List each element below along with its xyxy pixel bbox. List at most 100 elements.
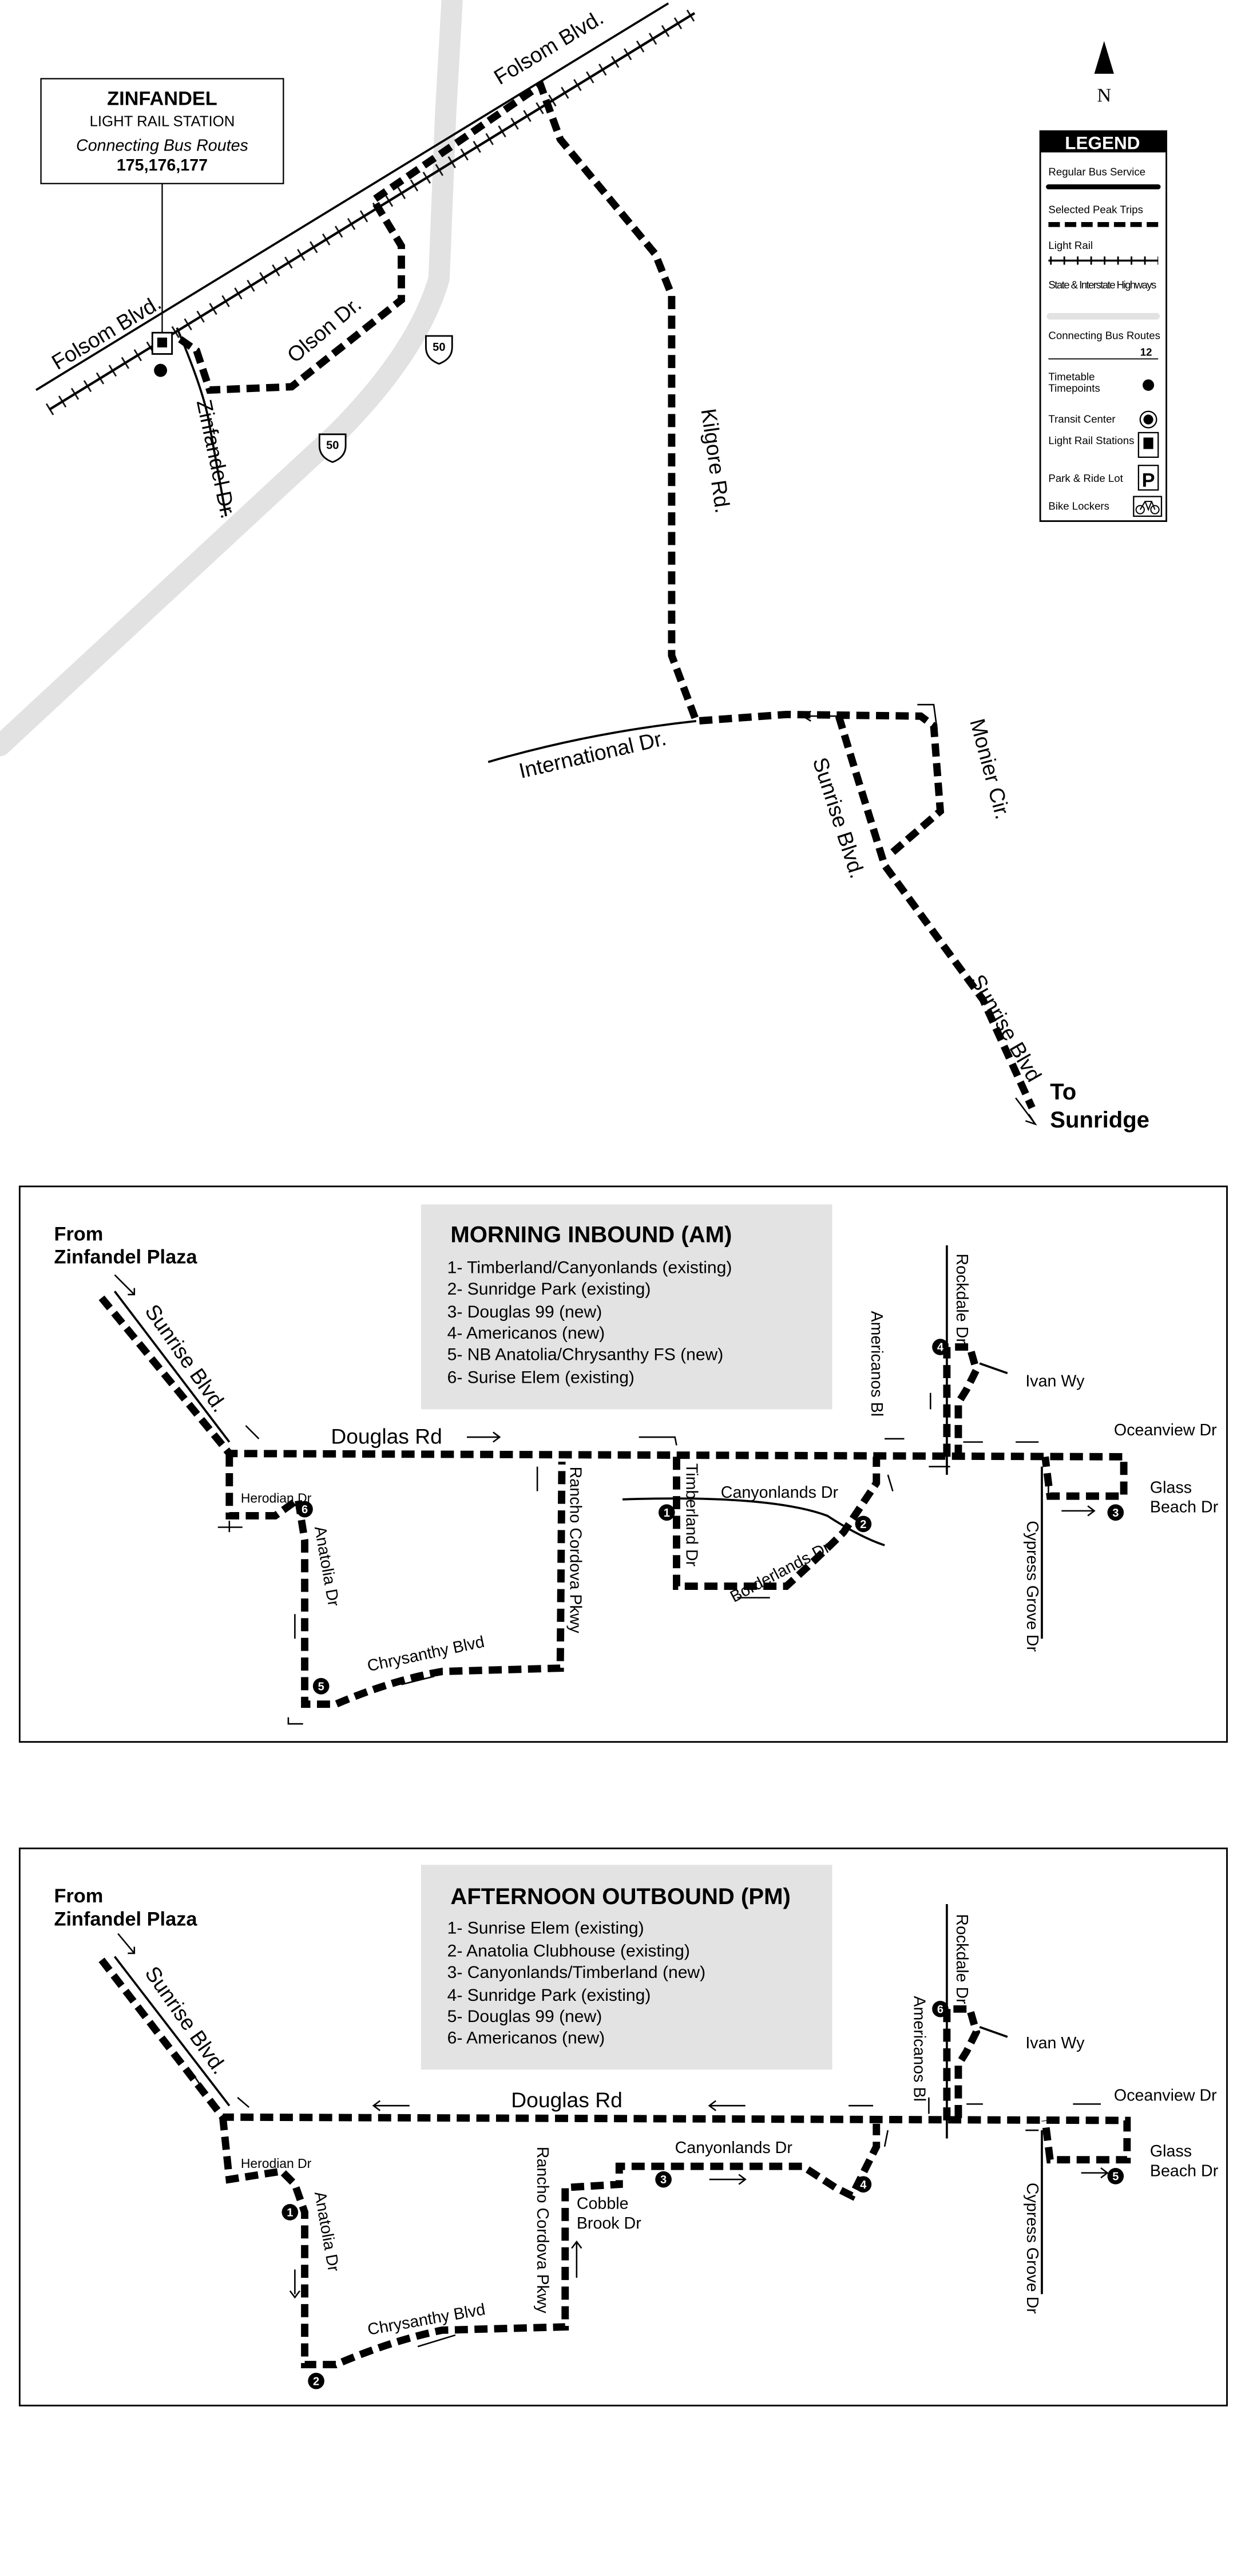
north-label: N — [1097, 85, 1111, 106]
stop-marker: 2 — [308, 2372, 324, 2389]
light-rail-line — [48, 12, 696, 411]
bike-icon — [1133, 496, 1163, 517]
street-label: Rockdale Dr — [953, 1914, 971, 2004]
street-label: Ivan Wy — [1025, 2034, 1085, 2052]
from-label: From — [54, 1885, 103, 1907]
street-label-sunrise: Sunrise Blvd — [966, 970, 1046, 1086]
street-label-kilgore: Kilgore Rd. — [697, 407, 735, 515]
svg-text:2: 2 — [860, 1518, 866, 1531]
highway-50 — [0, 0, 463, 757]
legend-rail: Light Rail — [1048, 239, 1093, 251]
stop-list-item: 5- Douglas 99 (new) — [447, 2007, 602, 2026]
street-label: Glass — [1150, 2142, 1192, 2160]
connecting-routes-label: Connecting Bus Routes — [76, 136, 248, 155]
legend-lr-stations: Light Rail Stations — [1048, 434, 1134, 446]
street-label: Cypress Grove Dr — [1023, 1521, 1041, 1652]
stop-marker: 1 — [281, 2204, 299, 2221]
stop-list-item: 5- NB Anatolia/Chrysanthy FS (new) — [447, 1345, 724, 1364]
legend-highways: State & Interstate Highways — [1048, 279, 1156, 291]
timepoint-icon — [154, 363, 168, 377]
station-box: ZINFANDEL LIGHT RAIL STATION Connecting … — [40, 78, 284, 333]
stop-list-item: 3- Canyonlands/Timberland (new) — [447, 1963, 705, 1982]
park-ride-symbol: P — [1142, 469, 1155, 491]
panel-title: AFTERNOON OUTBOUND (PM) — [450, 1884, 790, 1909]
connecting-routes: 175,176,177 — [117, 156, 208, 175]
highway-shield-label: 50 — [326, 440, 339, 452]
svg-text:3: 3 — [1112, 1507, 1119, 1520]
street-label-zinfandel: Zinfandel Dr. — [192, 397, 241, 520]
legend-peak: Selected Peak Trips — [1048, 203, 1143, 215]
svg-text:1: 1 — [664, 1507, 670, 1520]
stop-list-panel — [421, 1204, 832, 1410]
destination-to: To — [1050, 1079, 1076, 1105]
direction-arrow — [801, 703, 1037, 1126]
street-label: Canyonlands Dr — [721, 1483, 839, 1502]
stop-list-item: 2- Sunridge Park (existing) — [447, 1280, 651, 1299]
stop-marker: 3 — [655, 2171, 672, 2188]
street-label-olson: Olson Dr. — [283, 292, 366, 367]
street-label: Glass — [1150, 1478, 1192, 1497]
svg-text:1: 1 — [287, 2206, 293, 2219]
street-label: Herodian Dr — [241, 1491, 312, 1506]
from-location: Zinfandel Plaza — [54, 1247, 197, 1268]
stop-list-item: 6- Surise Elem (existing) — [447, 1368, 635, 1387]
legend-bike: Bike Lockers — [1048, 500, 1109, 512]
svg-text:3: 3 — [660, 2174, 667, 2186]
street-label: Douglas Rd — [511, 2088, 622, 2112]
stop-list-item: 1- Sunrise Elem (existing) — [447, 1919, 644, 1938]
from-label: From — [54, 1223, 103, 1245]
street-label-folsom: Folsom Blvd. — [47, 290, 165, 374]
timepoint-icon — [1143, 379, 1155, 391]
stop-marker: 4 — [855, 2176, 872, 2193]
destination-sunridge: Sunridge — [1050, 1107, 1149, 1133]
pm-outbound-map: From Zinfandel Plaza AFTERNOON OUTBOUND … — [18, 1847, 1228, 2407]
panel-title: MORNING INBOUND (AM) — [450, 1222, 732, 1247]
stop-list-panel — [421, 1865, 832, 2070]
international-dr-road — [487, 719, 697, 763]
street-label: Herodian Dr — [241, 2156, 312, 2171]
stop-list-item: 1- Timberland/Canyonlands (existing) — [447, 1259, 732, 1277]
highway-shield-label: 50 — [433, 341, 445, 354]
svg-text:2: 2 — [313, 2375, 319, 2388]
stop-list-item: 6- Americanos (new) — [447, 2028, 605, 2047]
stop-marker: 1 — [658, 1504, 675, 1521]
stop-marker: 4 — [932, 1339, 949, 1355]
legend-regular: Regular Bus Service — [1048, 165, 1145, 177]
station-name: ZINFANDEL — [107, 88, 217, 109]
legend-connecting-sample: 12 — [1140, 346, 1152, 358]
am-inbound-map: From Zinfandel Plaza MORNING INBOUND (AM… — [18, 1185, 1228, 1743]
stop-marker: 3 — [1107, 1504, 1124, 1521]
street-label: Cobble — [577, 2195, 629, 2213]
stop-list-item: 4- Americanos (new) — [447, 1324, 605, 1343]
station-subtitle: LIGHT RAIL STATION — [90, 114, 235, 130]
street-label: Beach Dr — [1150, 2162, 1219, 2180]
north-arrow: N — [1094, 41, 1114, 106]
stop-marker: 2 — [855, 1515, 872, 1533]
street-label: Rockdale Dr — [953, 1253, 971, 1344]
stop-marker: 5 — [1107, 2168, 1124, 2185]
legend: LEGEND Regular Bus Service Selected Peak… — [1039, 130, 1167, 522]
route-dashed-path — [98, 1295, 1128, 1708]
street-label: Rancho Cordova Pkwy — [533, 2147, 552, 2314]
street-label-sunrise: Sunrise Blvd. — [808, 754, 870, 881]
from-location: Zinfandel Plaza — [54, 1908, 197, 1930]
street-label: Americanos Bl — [867, 1311, 886, 1417]
street-label: Cypress Grove Dr — [1023, 2183, 1041, 2314]
streets — [113, 1245, 1043, 1639]
street-label-international: International Dr. — [517, 726, 668, 783]
stop-marker: 6 — [296, 1501, 313, 1518]
street-label: Oceanview Dr — [1114, 2087, 1217, 2105]
street-label: Americanos Bl — [910, 1996, 929, 2102]
legend-transit-center: Transit Center — [1048, 413, 1115, 425]
stop-list-item: 2- Anatolia Clubhouse (existing) — [447, 1942, 690, 1961]
legend-timepoints: Timetable Timepoints — [1048, 371, 1100, 395]
svg-text:5: 5 — [318, 1680, 324, 1693]
street-label: Beach Dr — [1150, 1498, 1219, 1517]
stop-list-item: 3- Douglas 99 (new) — [447, 1303, 602, 1321]
top-map: 50 50 ZINFANDEL LIGHT RAIL STATION Conne… — [0, 0, 1167, 1133]
light-rail-station-icon — [151, 331, 173, 355]
street-label-monier: Monier Cir. — [965, 716, 1015, 822]
svg-text:6: 6 — [302, 1503, 308, 1516]
stop-list-item: 4- Sunridge Park (existing) — [447, 1986, 651, 2005]
street-label: Douglas Rd — [331, 1424, 442, 1448]
